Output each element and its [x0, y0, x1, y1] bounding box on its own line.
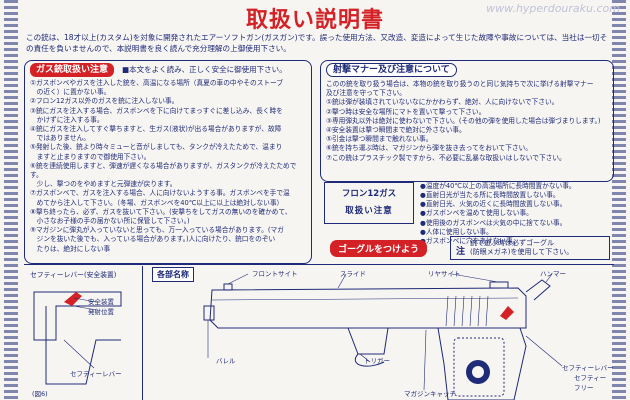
gas-caution-item: 小さなお子様の手の届かない所に保管して下さい。): [30, 217, 190, 226]
gas-caution-item: ①ガスボンベやガスを注入した銃を、高温になる場所（真夏の車の中やそのストーブ: [30, 79, 284, 87]
section-divider: [24, 264, 614, 265]
safety-panel-heading: セフティーレバー(安全装置): [30, 271, 117, 279]
freon-caution-item: ●直射日光、火気の近くに長時間放置しない事。: [420, 200, 567, 209]
gas-caution-item: ④銃にガスを注入してすぐ撃ちますと、生ガス(液状)が出る場合がありますが、故障: [30, 125, 282, 134]
gas-caution-tag: ガス銃取扱い注意: [30, 63, 115, 77]
shooting-manners-item: ⑥銃を持ち運ぶ時は、マガジンから弾を抜き去ってをおいて下さい。: [326, 144, 532, 153]
shooting-manners-item: ②撃つ時は安全な場所にマトを置いて撃って下さい。: [326, 107, 486, 116]
gas-caution-item: ますと止まりますので御使用下さい。: [30, 152, 151, 161]
pistol-parts-illustration: [203, 273, 563, 400]
label-parts-safety-lever: セフティーレバー: [562, 364, 614, 372]
label-safety-on: セフティー: [574, 374, 607, 382]
label-slide: スライド: [340, 270, 366, 278]
goggle-line-1: 銃で遊ぶ時は必ずゴーグル: [470, 239, 554, 247]
shooting-manners-item: ③専用弾丸以外は絶対に使わないで下さい。(その他の弾を使用した場合は弾づまりしま…: [326, 116, 601, 125]
gas-caution-item: かけずに注入する事。: [30, 115, 104, 124]
gas-caution-box: [24, 60, 312, 264]
gas-caution-list: ①ガスボンベやガスを注入した銃を、高温になる場所（真夏の車の中やそのストーブ の…: [30, 79, 308, 254]
gas-caution-item: 少し、撃つのをやめますと元弾速が戻ります。: [30, 180, 177, 189]
label-rear-sight: リヤサイト: [428, 270, 461, 278]
gas-caution-item: ではありません。: [30, 134, 90, 143]
shooting-manners-item: このの銃を取り扱う場合は、本物の銃を取り扱うのと同じ気持ちで次に挙げる射撃マナー: [326, 80, 594, 88]
freon-caution-list: ●直射日光が当たる所に長時間放置しない事。●直射日光、火気の近くに長時間放置しな…: [420, 191, 612, 246]
freon-caution-item: ●人体に使用しない事。: [420, 227, 493, 236]
shooting-manners-list: このの銃を取り扱う場合は、本物の銃を取り扱うのと同じ気持ちで次に挙げる射撃マナー…: [326, 80, 610, 163]
label-safety-lever: セフティーレバー: [70, 370, 122, 378]
freon-extra: ●温度が40℃以上の高温場所に長時間置かない事。: [420, 182, 576, 190]
shooting-manners-header: 射撃マナー及び注意について: [326, 63, 457, 77]
freon-caution-box: フロン12ガス 取扱い注意: [324, 182, 414, 224]
label-safe-position: 安全装置: [88, 298, 114, 306]
label-hammer: ハンマー: [540, 270, 566, 278]
left-ornament-border: [4, 0, 18, 400]
watermark: www.hyperdouraku.com: [486, 2, 620, 15]
intro-paragraph: この銃は、18才以上(カスタム)を対象に開発されたエアーソフトガン(ガスガン)で…: [26, 33, 608, 53]
freon-title: フロン12ガス: [341, 189, 397, 199]
shooting-manners-item: ①銃は弾が装填されていないなにかかわらず、絶対、人に向けないで下さい。: [326, 98, 559, 107]
gas-caution-subtitle: ■本文をよく読み、正しく安全に御使用下さい。: [122, 65, 287, 74]
label-front-sight: フロントサイト: [252, 270, 298, 278]
shooting-manners-tag: 射撃マナー及び注意について: [326, 63, 457, 77]
goggle-note-text: 銃で遊ぶ時は必ずゴーグル (防眼メガネ)を使用して下さい。: [470, 239, 573, 257]
shooting-manners-item: ⑤引金は撃つ瞬間まで触れない事。: [326, 135, 433, 144]
goggle-line-2: (防眼メガネ)を使用して下さい。: [470, 248, 574, 256]
freon-caution-item: ●直射日光が当たる所に長時間放置しない事。: [420, 191, 560, 199]
gas-caution-item: ⑤発射した後、銃より時々ミューと音がしましても、タンクが冷えたためで、温まり: [30, 143, 283, 152]
shooting-manners-item: ⑦この銃はプラスチック製ですから、不必要に乱暴な取扱いはしないで下さい。: [326, 153, 566, 162]
gas-caution-item: ②フロン12ガス以外のガスを銃に注入しない事。: [30, 97, 179, 106]
shooting-manners-item: ④安全装置は撃つ瞬間まで絶対に外さない事。: [326, 126, 466, 135]
freon-caution-item: ●使用後のガスボンベは火気の中に捨てない事。: [420, 218, 567, 227]
goggle-tag: ゴーグルをつけよう: [330, 240, 428, 257]
safety-lever-panel: [24, 266, 143, 400]
gas-caution-item: ジンを抜いた後でも、入っている場合があります。)人に向けたり、銃口をのぞい: [30, 235, 276, 244]
gas-caution-item: ⑥銃を連続使用しますと、弾速が遅くなる場合がありますが、ガスタンクが冷えたためで…: [30, 161, 297, 180]
shooting-manners-box: [320, 60, 614, 182]
gas-caution-item: の近く）に置かない事。: [30, 88, 111, 97]
goggle-note-box: [450, 236, 610, 260]
gas-caution-header: ガス銃取扱い注意 ■本文をよく読み、正しく安全に御使用下さい。: [30, 63, 287, 77]
label-fire-position: 発射位置: [88, 308, 114, 316]
gas-caution-item: ⑦ガスボンベで、ガスを注入する場合、人に向けないようする事。ガスボンベを手で温: [30, 189, 290, 198]
gas-caution-item: ③銃にガスを注入する場合、ガスボンベを下に向けてまっすぐに差し込み、長く時を: [30, 106, 283, 115]
safety-lever-illustration: [33, 291, 122, 385]
parts-heading: 各部名称: [152, 267, 194, 282]
gas-caution-item: ⑨マガジンに弾丸が入っていないと思っても、万一入っている場合があります。(マガ: [30, 226, 284, 235]
manual-title: 取扱い説明書: [245, 8, 384, 33]
goggle-caution-mark: 注: [456, 247, 466, 257]
label-magazine-catch: マガジンキャッチ: [404, 390, 456, 398]
label-free: フリー: [574, 384, 594, 392]
gas-caution-item: たりは、絶対にしない事: [30, 244, 111, 253]
right-ornament-border: [612, 0, 626, 400]
gas-caution-item: ⑧撃ち終ったら、必ず、ガスを抜いて下さい。(安撃ちをしてガスの無いのを確かめて、: [30, 207, 292, 216]
label-barrel: バレル: [216, 357, 236, 365]
freon-caution-item: ●ガスボンベに穴をあけない事。: [420, 237, 520, 246]
gas-caution-item: めてから注入して下さい。（冬場、ガスボンベを40℃以上に以上は絶対しない事）: [30, 198, 284, 207]
figure-number: (図6): [32, 390, 48, 398]
shooting-manners-item: 及び注意を守って下さい。: [326, 89, 406, 98]
freon-subtitle: 取扱い注意: [345, 206, 393, 216]
label-trigger: トリガー: [364, 357, 390, 365]
freon-caution-item: ●ガスボンベを温めて使用しない事。: [420, 209, 533, 218]
